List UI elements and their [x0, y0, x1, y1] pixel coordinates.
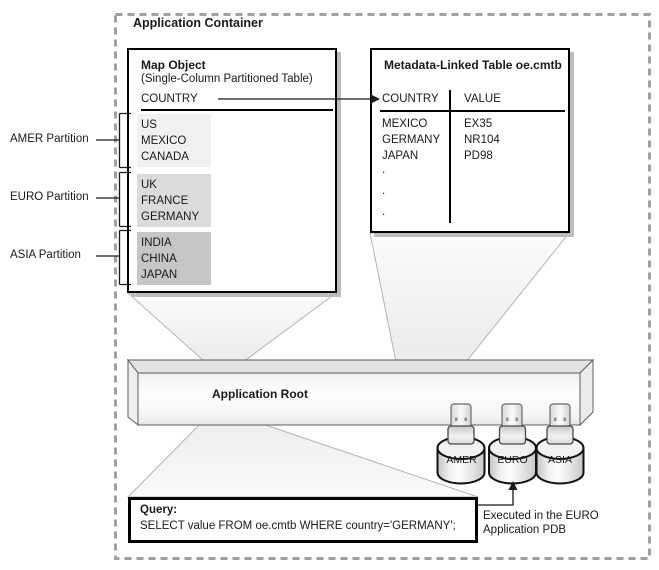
application-container-title: Application Container [133, 16, 263, 30]
pdb-asia [535, 403, 585, 485]
partition-row: MEXICO [141, 135, 187, 147]
pdb-label-amer: AMER [446, 454, 477, 466]
root-to-query-beam [126, 418, 479, 498]
map-object-subtitle: (Single-Column Partitioned Table) [141, 73, 313, 85]
partition-block-amer: US MEXICO CANADA [137, 114, 211, 167]
column-header-country: COUNTRY [382, 93, 439, 105]
plug-prong-icon [515, 417, 518, 421]
metadata-table-funnel [369, 232, 571, 363]
partition-row: GERMANY [141, 211, 200, 223]
plug-stem-icon [501, 403, 523, 429]
plug-head-icon [498, 425, 527, 445]
partition-row: FRANCE [141, 195, 189, 207]
partition-label-euro: EURO Partition [10, 191, 89, 203]
query-sql-text: SELECT value FROM oe.cmtb WHERE country=… [140, 520, 456, 532]
bar-top-face [126, 359, 595, 374]
executed-in-euro-note: Executed in the EURO Application PDB [483, 510, 599, 537]
map-object-title: Map Object [141, 58, 206, 72]
map-object-funnel [126, 292, 338, 363]
table-cell-country: GERMANY [382, 134, 441, 146]
plug-prong-icon [563, 417, 566, 421]
table-cell-value: NR104 [464, 134, 500, 146]
metadata-table-title: Metadata-Linked Table oe.cmtb [384, 58, 562, 72]
table-cell-value: EX35 [464, 118, 493, 130]
partition-block-euro: UK FRANCE GERMANY [137, 174, 211, 227]
pdb-label-euro: EURO [497, 454, 528, 466]
plug-prong-icon [455, 417, 458, 421]
ellipsis-dot: . [382, 164, 386, 176]
table-cell-country: MEXICO [382, 118, 428, 130]
metadata-column-divider [449, 90, 451, 223]
column-header-value: VALUE [464, 93, 501, 105]
partition-row: CANADA [141, 151, 189, 163]
partition-row: INDIA [141, 237, 172, 249]
partition-label-asia: ASIA Partition [10, 249, 81, 261]
map-object-column-header: COUNTRY [141, 93, 198, 105]
plug-head-icon [447, 425, 475, 445]
application-container-dashed-border [114, 13, 651, 560]
application-root-bar [126, 358, 595, 427]
note-line-2: Application PDB [483, 523, 567, 536]
plug-stem-icon [450, 403, 472, 429]
pdb-amer [436, 403, 486, 485]
plug-prong-icon [464, 417, 467, 421]
metadata-header-rule [380, 110, 565, 112]
partition-row: JAPAN [141, 269, 178, 281]
ellipsis-dot: . [382, 206, 386, 218]
pdb-label-asia: ASIA [548, 454, 572, 466]
plug-prong-icon [506, 417, 509, 421]
partition-row: UK [141, 179, 157, 191]
pdb-euro [488, 403, 537, 485]
ellipsis-dot: . [382, 185, 386, 197]
plug-head-icon [546, 425, 574, 445]
partition-label-amer: AMER Partition [10, 133, 89, 145]
map-object-header-rule [141, 109, 333, 111]
note-line-1: Executed in the EURO [483, 510, 599, 522]
application-root-label: Application Root [212, 387, 308, 401]
plug-stem-icon [549, 403, 571, 429]
table-cell-country: JAPAN [382, 150, 419, 162]
partition-row: US [141, 119, 157, 131]
map-object-box: Map Object (Single-Column Partitioned Ta… [127, 48, 337, 293]
plug-prong-icon [554, 417, 557, 421]
partition-block-asia: INDIA CHINA JAPAN [137, 232, 211, 285]
table-cell-value: PD98 [464, 150, 493, 162]
partition-row: CHINA [141, 253, 177, 265]
metadata-table-box: Metadata-Linked Table oe.cmtb COUNTRY VA… [370, 48, 570, 233]
query-box: Query: SELECT value FROM oe.cmtb WHERE c… [128, 497, 478, 543]
query-label: Query: [140, 504, 178, 516]
